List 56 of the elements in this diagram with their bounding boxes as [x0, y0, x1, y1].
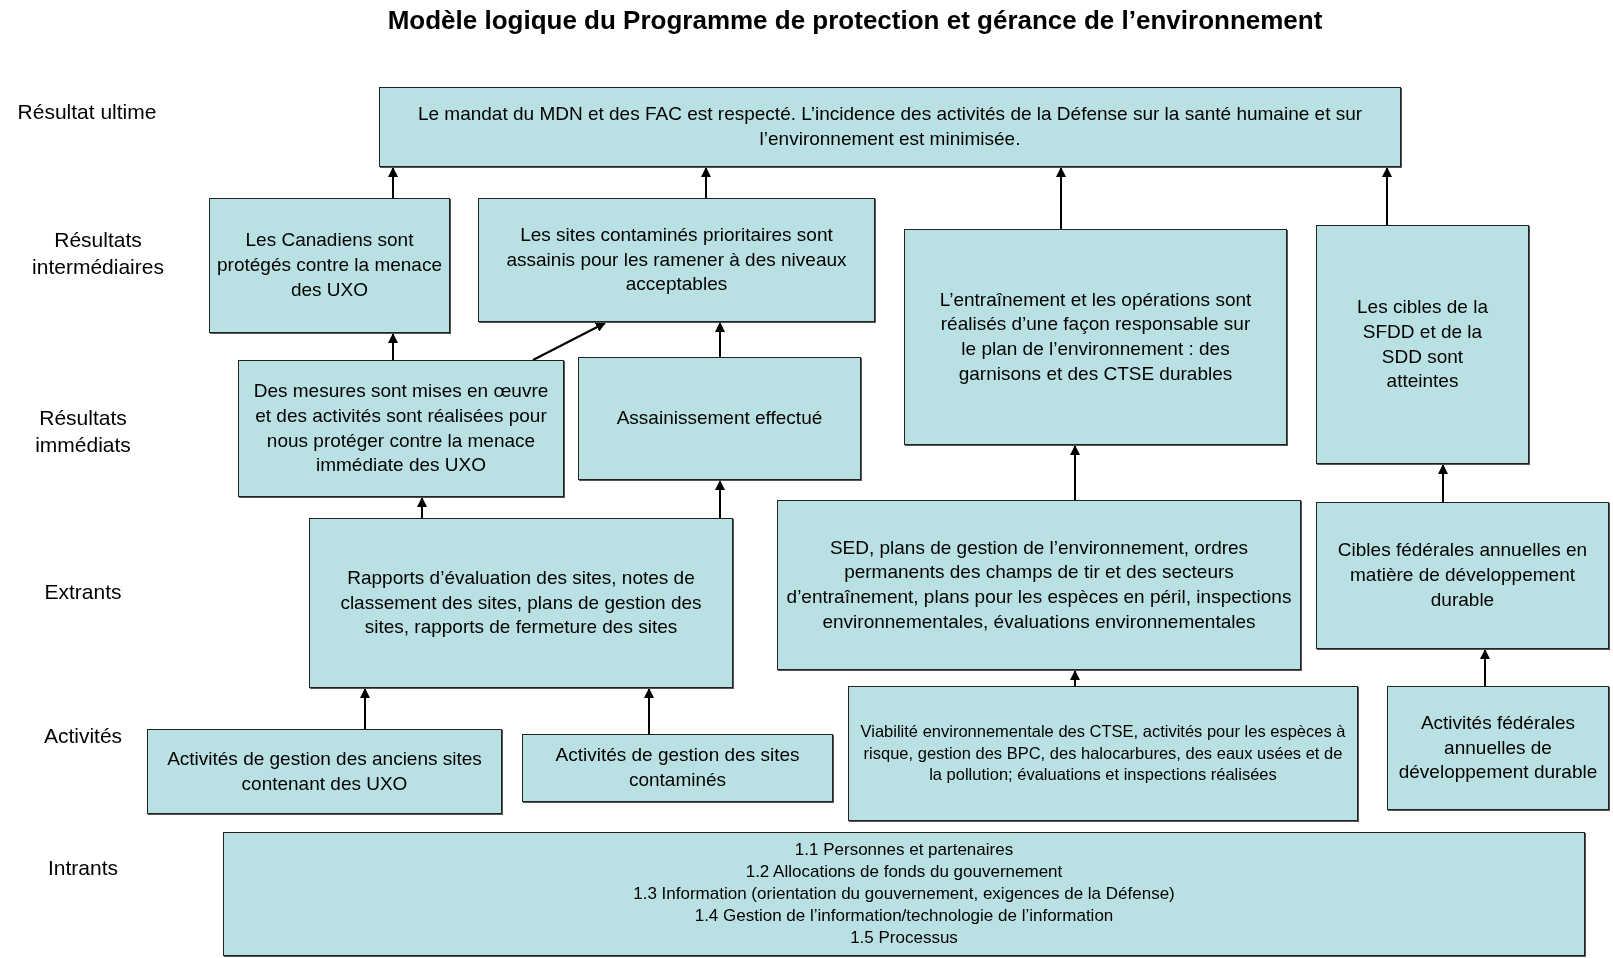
row-label: Résultats immédiats — [34, 405, 132, 459]
row-label: Extrants — [43, 579, 123, 605]
arrow — [644, 688, 654, 735]
box-text: 1.2 Allocations de fonds du gouvernement — [745, 860, 1063, 883]
arrow — [701, 167, 711, 199]
box-text: Cibles fédérales annuelles en matière de développement durable — [1336, 538, 1589, 612]
box-text: Activités de gestion des sites contaminés — [554, 743, 801, 792]
outcome-box — [309, 518, 733, 688]
arrow — [1480, 649, 1490, 687]
box-text: 1.4 Gestion de l’information/technologie de l’information — [694, 905, 1114, 928]
outcome-box — [478, 198, 875, 322]
box-text: 1.5 Processus — [850, 927, 958, 950]
arrow — [1382, 167, 1392, 226]
box-text: Activités fédérales annuelles de développement durable — [1397, 710, 1599, 785]
row-label: Intrants — [46, 855, 119, 881]
box-text: Le mandat du MDN et des FAC est respecté. L’incidence des activités de la Défense sur la santé humaine et sur l’environnement est minimisée. — [416, 102, 1364, 151]
outcome-box — [777, 500, 1301, 670]
outcome-box — [379, 87, 1401, 167]
outcome-box — [848, 686, 1358, 821]
outcome-box — [1316, 225, 1529, 464]
box-text: Les Canadiens sont protégés contre la menace des UXO — [216, 228, 443, 302]
outcome-box — [904, 229, 1287, 445]
arrow — [532, 322, 606, 361]
box-text: SED, plans de gestion de l’environnement, ordres permanents des champs de tir et des secteurs d’entraînement, plans pour les espèces en péril, inspections environnementales, évaluations environnementales — [785, 535, 1293, 634]
arrow — [388, 333, 398, 361]
diagram-title: Modèle logique du Programme de protection et gérance de l’environnement — [386, 4, 1324, 37]
outcome-box — [147, 729, 502, 814]
arrow — [715, 480, 725, 519]
box-text: Les sites contaminés prioritaires sont assainis pour les ramener à des niveaux acceptables — [505, 222, 848, 297]
arrow — [360, 688, 370, 730]
outcome-box — [1316, 502, 1609, 649]
box-text: Viabilité environnementale des CTSE, activités pour les espèces à risque, gestion des BPC, des halocarbures, des eaux usées et de la pollution; évaluations et inspections réalisées — [859, 721, 1347, 786]
box-text: Les cibles de la SFDD et de la SDD sont atteintes — [1356, 295, 1489, 394]
arrow — [417, 497, 427, 519]
outcome-box — [1387, 686, 1609, 810]
box-text: 1.1 Personnes et partenaires — [794, 838, 1014, 861]
outcome-box — [238, 360, 564, 497]
row-label: Résultats intermédiaires — [31, 227, 165, 281]
arrow — [715, 322, 725, 358]
box-text: Activités de gestion des anciens sites contenant des UXO — [166, 746, 483, 796]
outcome-box — [578, 357, 861, 480]
box-text: Des mesures sont mises en œuvre et des activités sont réalisées pour nous protéger contre la menace immédiate des UXO — [252, 379, 550, 478]
box-text: Assainissement effectué — [616, 406, 823, 431]
row-label: Activités — [42, 723, 124, 749]
outcome-box — [223, 832, 1585, 956]
arrow — [1438, 464, 1448, 503]
arrow — [1070, 445, 1080, 501]
arrow — [1070, 670, 1080, 687]
arrow — [1056, 167, 1066, 230]
outcome-box — [209, 198, 450, 333]
arrow — [388, 167, 398, 199]
row-label: Résultat ultime — [16, 99, 158, 125]
box-text: Rapports d’évaluation des sites, notes de classement des sites, plans de gestion des sites, rapports de fermeture des sites — [339, 565, 703, 640]
outcome-box — [522, 734, 833, 802]
box-text: 1.3 Information (orientation du gouvernement, exigences de la Défense) — [633, 882, 1175, 905]
box-text: L’entraînement et les opérations sont réalisés d’une façon responsable sur le plan de l’environnement : des garnisons et des CTSE durables — [938, 287, 1253, 386]
